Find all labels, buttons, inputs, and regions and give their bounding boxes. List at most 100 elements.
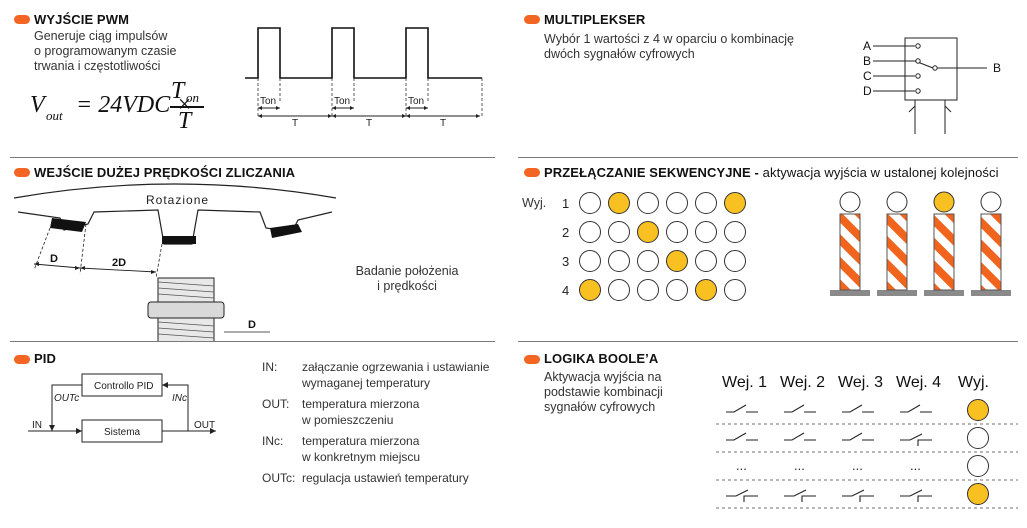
pid-out-label: OUT (194, 420, 215, 431)
beacon-column (886, 213, 908, 291)
sequence-row-label: 2 (562, 225, 569, 240)
pid-title: PID (34, 351, 56, 366)
t-label: T (292, 118, 298, 129)
table-row (726, 427, 989, 449)
lamp-on (579, 279, 601, 301)
table-row (726, 399, 989, 421)
sequential-title: PRZEŁĄCZANIE SEKWENCYJNE - aktywacja wyj… (544, 165, 999, 180)
lamp-off (637, 250, 659, 272)
section-bullet (524, 15, 540, 24)
lamp-on (666, 250, 688, 272)
dim-d: D (50, 253, 58, 265)
lamp-off (579, 192, 601, 214)
dim-2d: 2D (112, 257, 126, 269)
ton-label: Ton (408, 96, 424, 107)
pwm-waveform: Ton Ton Ton T T T (245, 27, 483, 129)
header-in4: Wej. 4 (896, 374, 942, 391)
output-lamp-on (967, 399, 989, 421)
lamp-off (695, 221, 717, 243)
boolean-table-header: Wej. 1 Wej. 2 Wej. 3 Wej. 4 Wyj. (718, 374, 1018, 396)
header-in1: Wej. 1 (722, 374, 768, 391)
counting-description: Badanie położenia i prędkości (355, 264, 459, 293)
pid-block-diagram: Controllo PID Sistema IN OUT OUTc INc (28, 373, 216, 443)
lamp-off (724, 250, 746, 272)
pwm-formula: V out = 24VDC × T on T (30, 78, 230, 136)
section-divider (518, 157, 1018, 158)
lamp-off (695, 250, 717, 272)
proximity-sensor (147, 277, 225, 342)
lamp-off (724, 279, 746, 301)
lamp-off (608, 279, 630, 301)
output-lamp-on (967, 483, 989, 505)
header-in3: Wej. 3 (838, 374, 884, 391)
mux-description: Wybór 1 wartości z 4 w oparciu o kombina… (544, 32, 794, 61)
beacon-base (971, 290, 1011, 296)
section-bullet (524, 168, 540, 177)
sequence-row-label: 3 (562, 254, 569, 269)
lamp-off (724, 221, 746, 243)
lamp-off (666, 279, 688, 301)
pid-outc-label: OUTc (54, 393, 79, 404)
encoder-wheel-diagram: Rotazione D 2D D (13, 183, 337, 342)
lamp-on (724, 192, 746, 214)
lamp-off (579, 221, 601, 243)
mux-output: B (993, 61, 1001, 75)
counting-title: WEJŚCIE DUŻEJ PRĘDKOŚCI ZLICZANIA (34, 165, 296, 180)
mux-box (904, 37, 958, 101)
beacon-base (924, 290, 964, 296)
lamp-on (695, 279, 717, 301)
section-bullet (14, 168, 30, 177)
t-label: T (366, 118, 372, 129)
system-label: Sistema (104, 427, 141, 438)
beacon-column (933, 213, 955, 291)
lamp-off (695, 192, 717, 214)
boolean-title: LOGIKA BOOLE’A (544, 351, 659, 366)
boolean-description: Aktywacja wyjścia na podstawie kombinacj… (544, 370, 663, 414)
multiplexer-diagram: A B C D B (863, 37, 1001, 134)
ellipsis-label: ... (852, 458, 863, 473)
sensor-d: D (248, 319, 256, 331)
section-divider (518, 341, 1018, 342)
section-bullet (14, 355, 30, 364)
header-out: Wyj. (958, 374, 989, 391)
pid-inc-label: INc (172, 393, 187, 404)
sequential-out-label: Wyj. (522, 196, 547, 210)
lamp-on (608, 192, 630, 214)
t-label: T (440, 118, 446, 129)
ellipsis-label: ... (736, 458, 747, 473)
ton-label: Ton (334, 96, 350, 107)
lamp-off (637, 192, 659, 214)
sequence-row-label: 4 (562, 283, 569, 298)
section-bullet (14, 15, 30, 24)
lamp-on (637, 221, 659, 243)
pwm-description: Generuje ciąg impulsów o programowanym c… (34, 29, 177, 73)
lamp-off (608, 250, 630, 272)
beacon-base (830, 290, 870, 296)
beacon-lamp-on (933, 191, 955, 213)
table-row (726, 483, 989, 505)
section-divider (10, 157, 495, 158)
mux-input-a: A (863, 39, 871, 53)
fraction-bar (170, 106, 204, 108)
beacon-base (877, 290, 917, 296)
mux-input-c: C (863, 69, 872, 83)
mux-title: MULTIPLEKSER (544, 12, 646, 27)
beacon-column (839, 213, 861, 291)
controller-label: Controllo PID (94, 381, 153, 392)
table-row: ............ (736, 455, 989, 477)
lamp-off (666, 221, 688, 243)
lamp-off (608, 221, 630, 243)
pwm-signal (245, 27, 482, 79)
ellipsis-label: ... (794, 458, 805, 473)
lamp-off (666, 192, 688, 214)
output-lamp-off (967, 427, 989, 449)
beacon-column-group (830, 191, 1011, 296)
beacon-lamp-off (980, 191, 1002, 213)
section-divider (10, 341, 495, 342)
wheel-rim (13, 183, 337, 199)
rotation-label: Rotazione (146, 193, 209, 207)
mux-input-d: D (863, 84, 872, 98)
ellipsis-label: ... (910, 458, 921, 473)
boolean-table: ............ (716, 399, 1018, 509)
